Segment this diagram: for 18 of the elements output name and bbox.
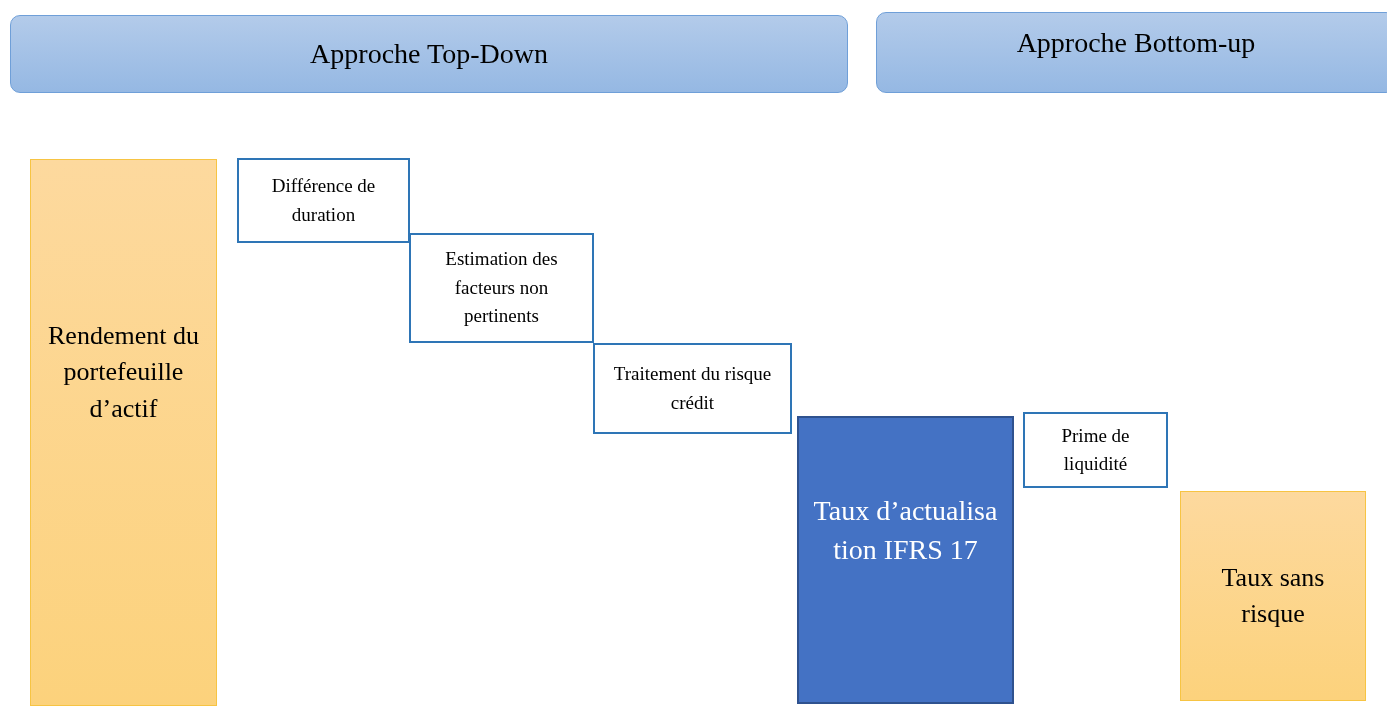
box-label: Prime de liquidité	[1060, 423, 1131, 476]
box-label: Approche Top-Down	[310, 38, 548, 70]
step-box	[593, 343, 792, 434]
box-label: Traitement du risque crédit	[612, 362, 773, 415]
box-label: Estimation des facteurs non pertinents	[444, 247, 559, 329]
step-box	[237, 158, 410, 243]
header-banner	[10, 15, 848, 93]
step-box	[409, 233, 594, 343]
header-banner	[876, 12, 1387, 93]
box-label: Taux d’actualisation IFRS 17	[813, 493, 998, 567]
column-box	[30, 159, 217, 706]
box-label: Différence de duration	[270, 174, 377, 227]
column-box	[1180, 491, 1366, 701]
box-label: Approche Bottom-up	[1016, 26, 1256, 59]
box-label: Rendement du portefeuille d’actif	[47, 319, 200, 425]
box-label: Taux sans risque	[1220, 561, 1326, 630]
result-box	[797, 416, 1014, 704]
step-box	[1023, 412, 1168, 488]
